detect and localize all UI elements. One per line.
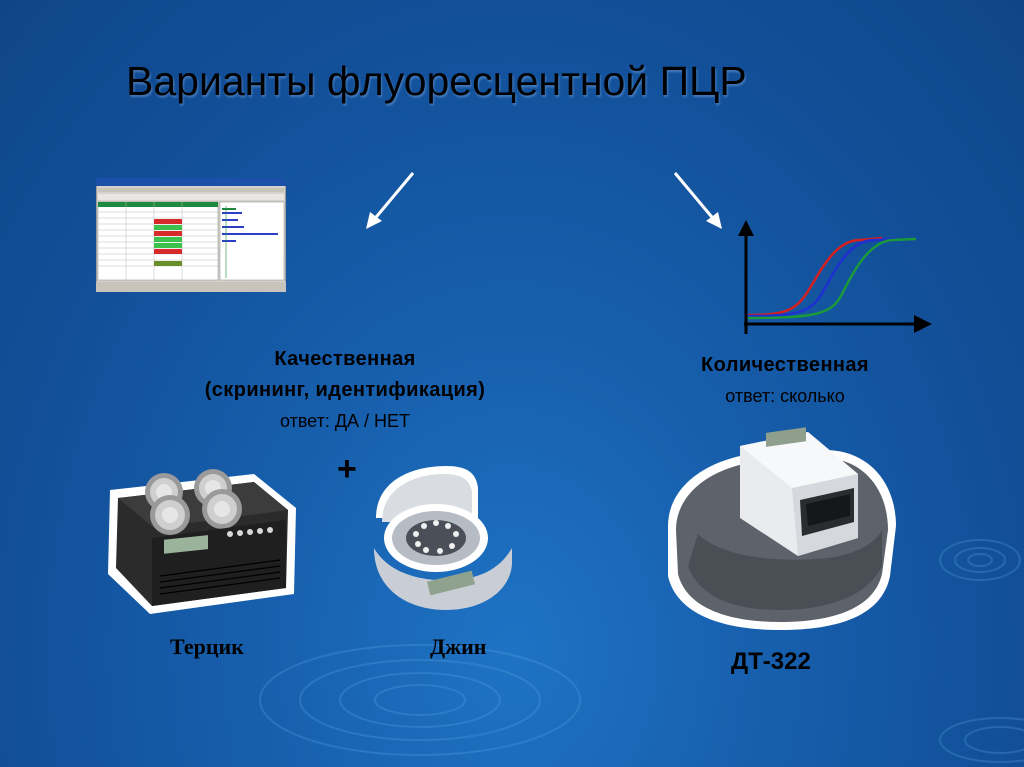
slide-title: Варианты флуоресцентной ПЦР bbox=[126, 58, 747, 104]
qualitative-subtitle: (скрининг, идентификация) bbox=[204, 379, 486, 401]
software-screenshot-image bbox=[96, 178, 286, 292]
dt322-device-image bbox=[668, 427, 896, 630]
dzhin-device-image bbox=[374, 466, 512, 610]
dt322-label: ДТ-322 bbox=[731, 648, 811, 675]
qualitative-heading: Качественная bbox=[274, 348, 416, 370]
qualitative-caption: Качественная (скрининг, идентификация) о… bbox=[120, 344, 570, 437]
tertsik-label: Терцик bbox=[170, 634, 244, 659]
tertsik-device-image bbox=[108, 469, 296, 614]
plus-sign: + bbox=[337, 450, 357, 488]
dzhin-label: Джин bbox=[430, 634, 487, 659]
quantitative-caption: Количественная ответ: сколько bbox=[640, 350, 930, 412]
amplification-curves-graph bbox=[738, 220, 932, 334]
quantitative-answer: ответ: сколько bbox=[725, 386, 845, 406]
arrow-down-left-icon bbox=[366, 172, 415, 229]
qualitative-answer: ответ: ДА / НЕТ bbox=[279, 411, 411, 431]
quantitative-heading: Количественная bbox=[700, 354, 870, 376]
arrow-down-right-icon bbox=[673, 172, 722, 229]
